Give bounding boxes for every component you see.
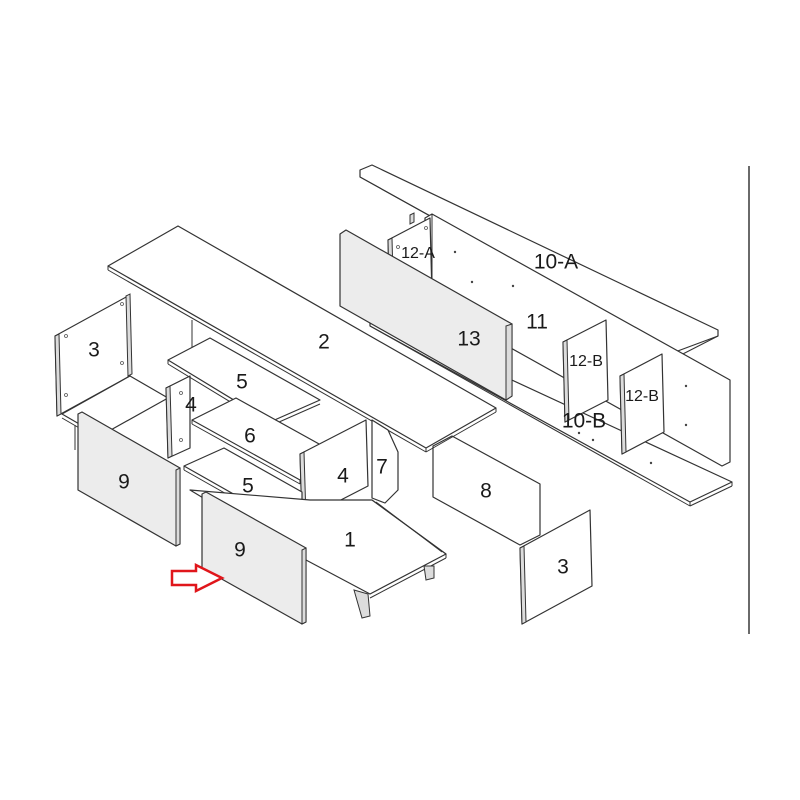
part-7-shape: [371, 419, 399, 504]
part-label-11: 11: [526, 310, 548, 334]
part-9-left-shape: [77, 411, 181, 547]
part-label-1: 1: [344, 528, 356, 552]
part-label-5-lower: 5: [242, 474, 254, 498]
part-label-7: 7: [376, 455, 388, 479]
part-label-4-front: 4: [337, 464, 349, 488]
part-12b-2-shape: [619, 353, 665, 455]
part-label-4-back: 4: [185, 393, 197, 417]
part-label-9-right: 9: [234, 538, 246, 562]
part-8-shape: [432, 435, 541, 546]
part-12b-1-shape: [562, 319, 609, 423]
red-arrow-icon: [170, 562, 225, 594]
part-label-3-left: 3: [88, 338, 100, 362]
part-4-back-shape: [165, 375, 191, 459]
part-label-12a: 12-A: [401, 245, 435, 262]
part-label-10b: 10-B: [561, 409, 607, 433]
part-13-shape: [339, 229, 513, 401]
part-label-8: 8: [480, 479, 492, 503]
part-label-13: 13: [457, 327, 481, 351]
part-label-12b-1: 12-B: [569, 353, 603, 370]
part-label-3-right: 3: [557, 555, 569, 579]
part-label-2: 2: [318, 330, 330, 354]
part-label-10a: 10-A: [533, 250, 579, 274]
part-3-right-shape: [519, 509, 593, 625]
part-label-6: 6: [244, 424, 256, 448]
part-label-9-left: 9: [118, 470, 130, 494]
page-divider-line: [748, 166, 750, 634]
part-label-12b-2: 12-B: [625, 388, 659, 405]
part-label-5-upper: 5: [236, 370, 248, 394]
